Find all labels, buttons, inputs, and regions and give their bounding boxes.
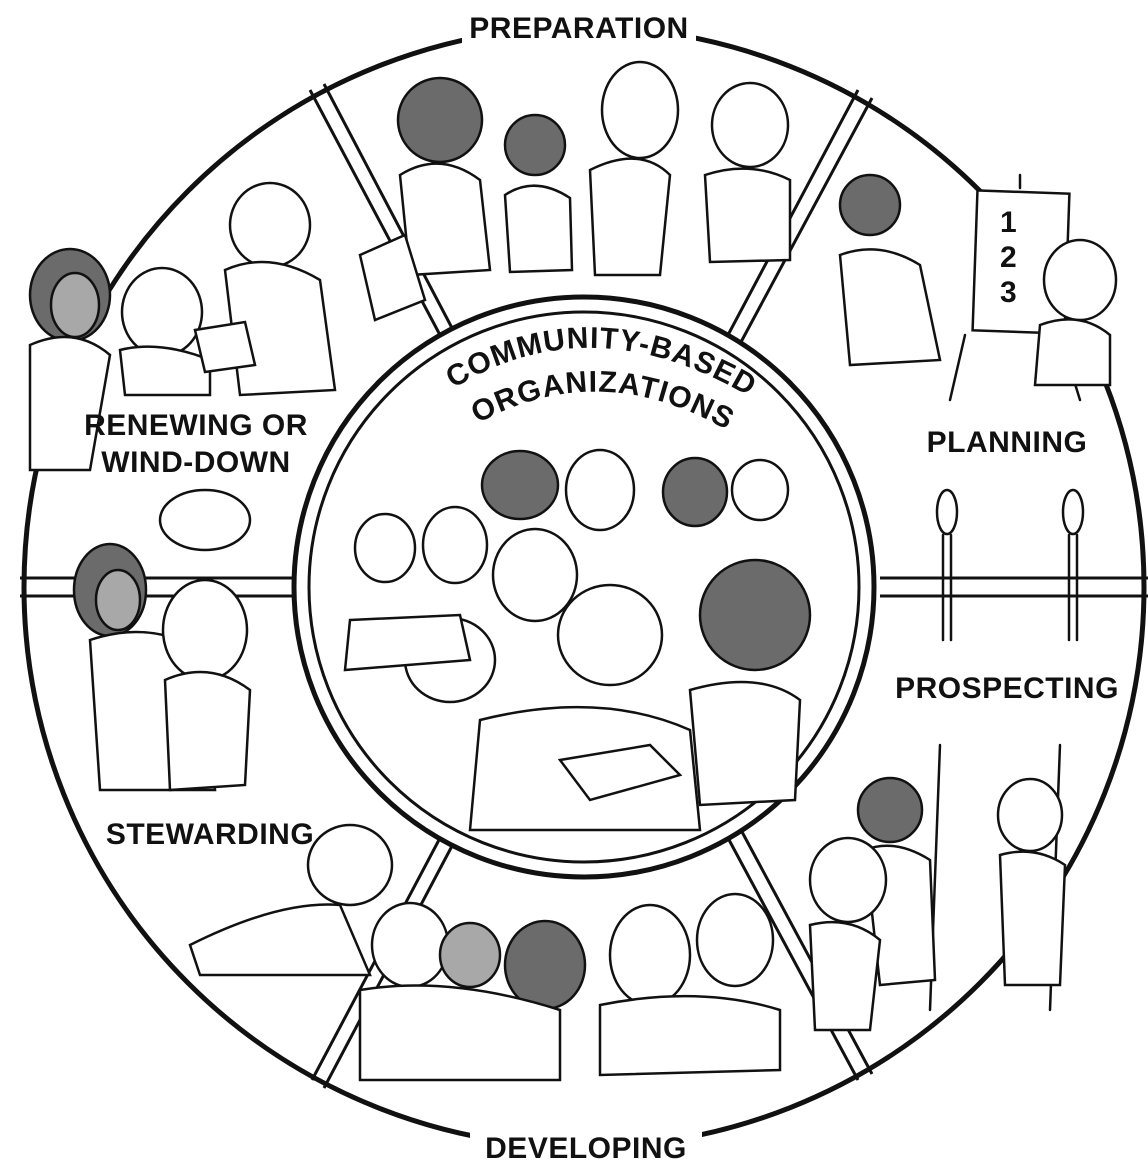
easel-item-3: 3 — [1000, 276, 1017, 309]
preparation-illustration — [358, 60, 792, 322]
developing-illustration — [358, 836, 888, 1082]
easel-item-1: 1 — [1000, 206, 1017, 239]
segment-label-renewing-line2: WIND-DOWN — [101, 446, 290, 479]
segment-label-preparation: PREPARATION — [469, 12, 688, 45]
segment-label-developing: DEVELOPING — [485, 1132, 687, 1165]
easel-item-2: 2 — [1000, 241, 1017, 274]
segment-label-planning: PLANNING — [927, 426, 1088, 459]
center-crowd-illustration — [343, 448, 812, 832]
segment-label-stewarding: STEWARDING — [106, 818, 314, 851]
renewing-illustration — [28, 181, 337, 472]
segment-label-renewing-line1: RENEWING OR — [84, 409, 308, 442]
inner-ring-outer-line — [291, 294, 877, 880]
segment-label-prospecting: PROSPECTING — [895, 672, 1119, 705]
easel-list: 1 2 3 — [1000, 206, 1017, 309]
inner-ring-inner-line — [307, 310, 861, 864]
planning-illustration — [838, 173, 1118, 402]
stewarding-illustration — [72, 488, 394, 977]
prospecting-illustration — [856, 776, 1067, 987]
